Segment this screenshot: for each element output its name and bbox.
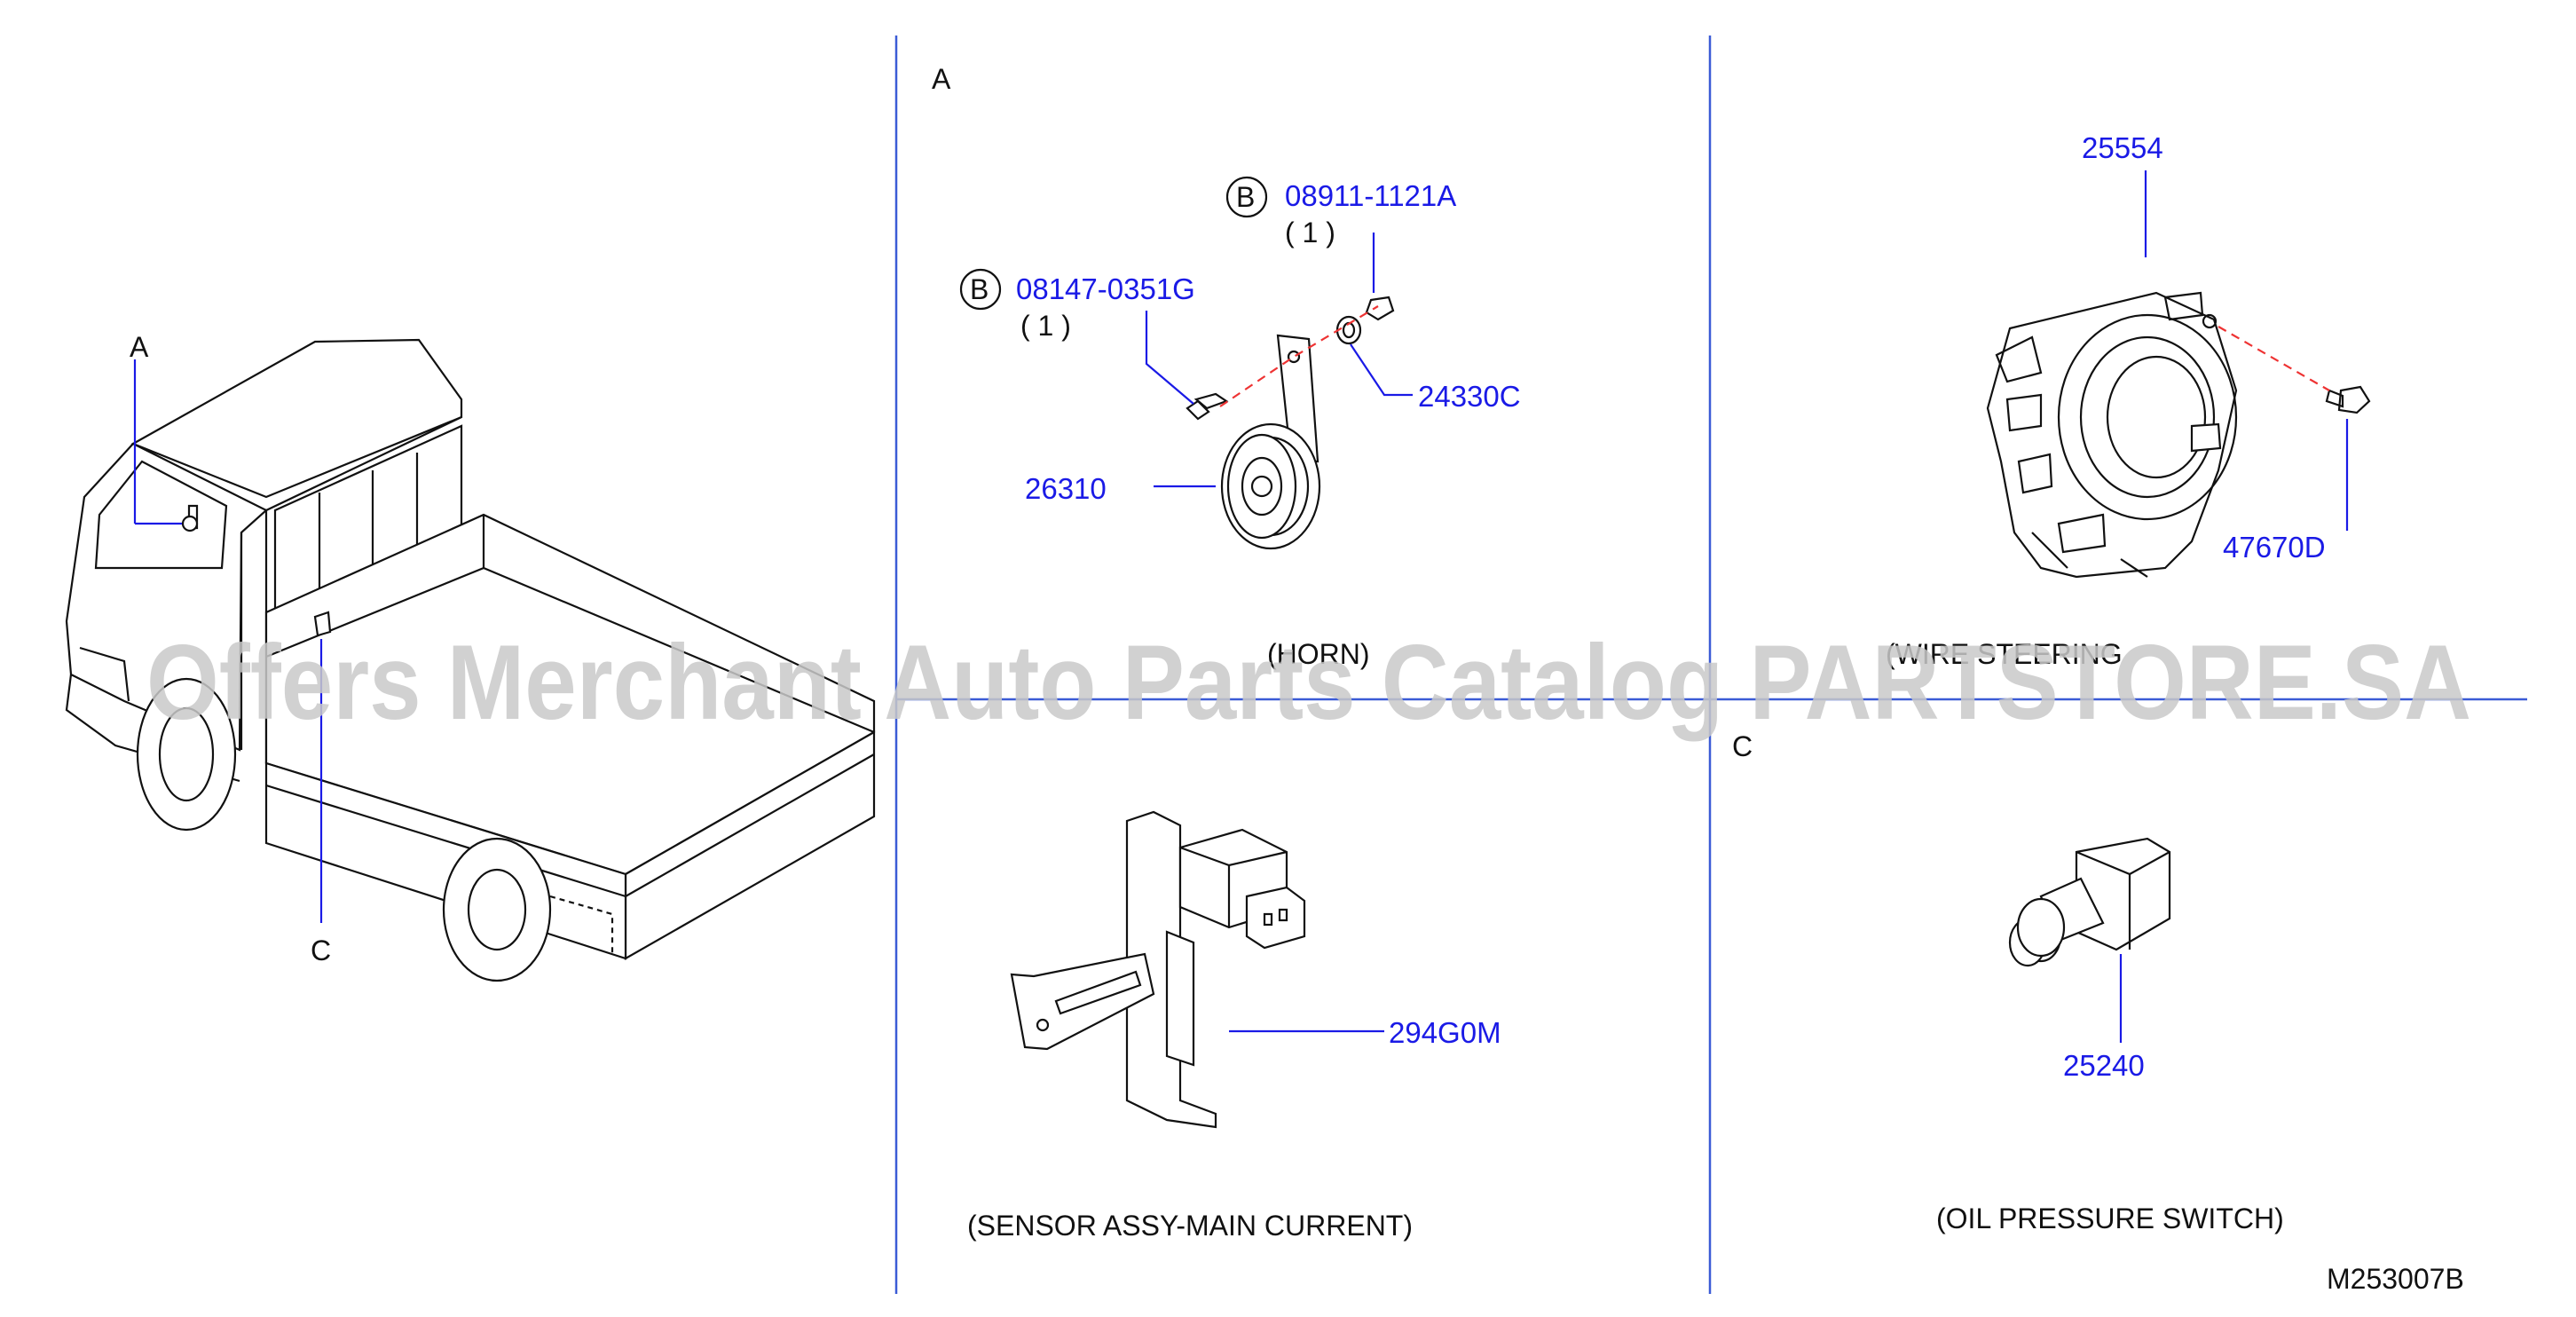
- circle-b1: [1225, 176, 1268, 218]
- panel-dividers: [894, 35, 2527, 1294]
- part-25554[interactable]: 25554: [2082, 131, 2163, 164]
- part-25240[interactable]: 25240: [2063, 1049, 2145, 1082]
- part-08911-1121a[interactable]: 08911-1121A: [1285, 179, 1456, 212]
- bolt-b2-qty: ( 1 ): [1020, 310, 1071, 342]
- bolt-b2-circle-letter: B: [970, 273, 989, 305]
- current-sensor: [1010, 810, 1306, 1129]
- oil-switch-caption: (OIL PRESSURE SWITCH): [1936, 1203, 2284, 1234]
- watermark: Offers Merchant Auto Parts Catalog PARTS…: [146, 623, 2471, 742]
- horn-caption: (HORN): [1267, 638, 1370, 670]
- steering-leaders: [2144, 170, 2349, 531]
- label-c-vehicle: C: [311, 935, 331, 966]
- bolt-b1-circle-letter: B: [1236, 181, 1255, 213]
- diagram-code: M253007B: [2327, 1263, 2464, 1295]
- panel-label-c: C: [1732, 730, 1753, 762]
- panel-label-a: A: [932, 63, 951, 95]
- horn-leaders: [1145, 233, 1413, 488]
- oil-pressure-switch: [2008, 837, 2171, 967]
- truck-illustration: [65, 338, 876, 982]
- bolt-b1-qty: ( 1 ): [1285, 217, 1335, 248]
- spiral-cable-assembly: [1986, 291, 2371, 579]
- part-26310[interactable]: 26310: [1025, 472, 1107, 505]
- label-a-vehicle: A: [130, 331, 149, 363]
- part-08147-0351g[interactable]: 08147-0351G: [1016, 272, 1195, 305]
- circle-b2: [959, 268, 1002, 311]
- part-24330c[interactable]: 24330C: [1418, 380, 1521, 413]
- part-294g0m[interactable]: 294G0M: [1389, 1016, 1501, 1049]
- part-47670d[interactable]: 47670D: [2223, 531, 2326, 564]
- horn-assembly: [1186, 296, 1395, 550]
- wire-steering-caption: (WIRE STEERING: [1886, 638, 2123, 670]
- sensor-caption: (SENSOR ASSY-MAIN CURRENT): [967, 1210, 1413, 1242]
